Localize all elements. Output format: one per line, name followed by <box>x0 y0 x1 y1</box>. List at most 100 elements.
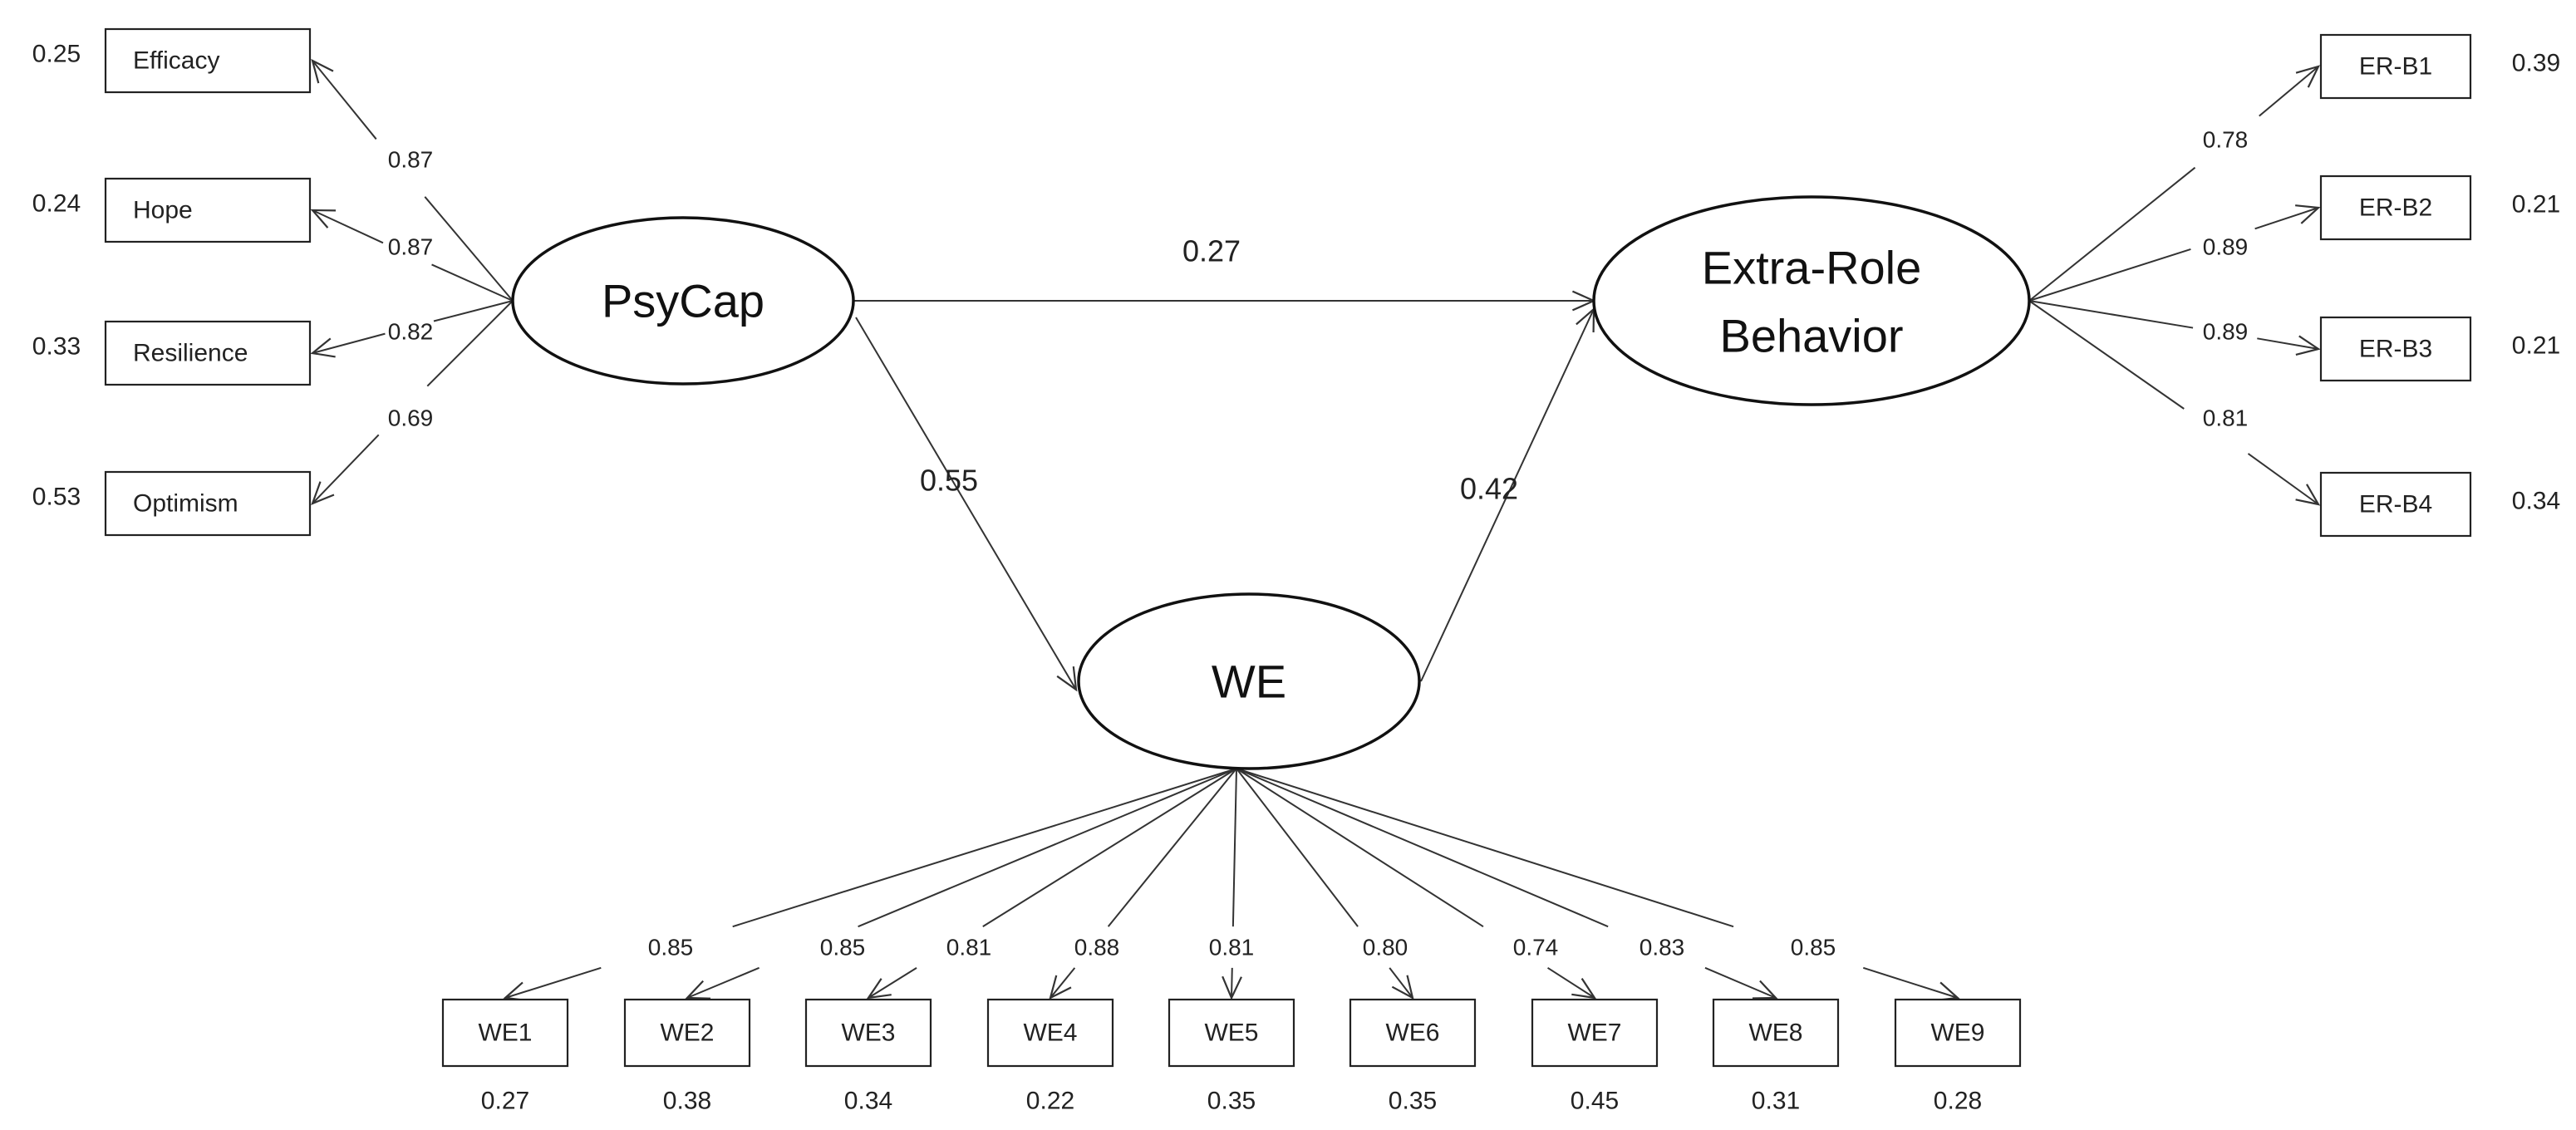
we-loading-line <box>982 768 1237 928</box>
we-loading-arrow <box>1222 967 1242 1000</box>
psycap-latent <box>511 216 855 386</box>
psycap-indicator-error: 0.24 <box>32 190 81 218</box>
we-loading-arrow-head <box>1571 977 1597 1000</box>
we-loading-line <box>858 768 1237 928</box>
we-indicator-error: 0.22 <box>1026 1088 1074 1115</box>
we-indicator-error: 0.28 <box>1934 1088 1982 1115</box>
we-indicator-label: WE5 <box>1204 1019 1258 1047</box>
we-loading-arrow <box>1389 967 1414 1000</box>
erb-loading-arrow-head <box>2295 65 2321 88</box>
we-loading-line <box>1236 768 1609 928</box>
psycap-loading-line <box>431 263 514 302</box>
erb-indicator-box <box>2319 316 2472 382</box>
psycap-loading-arrow <box>311 434 380 505</box>
erb-loading-arrow-head <box>2295 204 2321 224</box>
we-indicator-box <box>1531 998 1659 1068</box>
we-indicator-box <box>804 998 932 1068</box>
shapes-layer <box>104 27 2472 1068</box>
erb-loading-label: 0.89 <box>2203 234 2249 260</box>
we-indicator-label: WE4 <box>1023 1019 1077 1047</box>
erb-loading-line <box>2028 166 2196 302</box>
erb-loading-arrow-head <box>2295 335 2321 356</box>
we-indicator-label: WE2 <box>660 1019 714 1047</box>
we-loading-arrow-head <box>1752 980 1778 1000</box>
erb-loading-line <box>2028 248 2191 302</box>
erb-loading-label: 0.78 <box>2203 127 2249 153</box>
we-loading-label: 0.81 <box>946 935 992 960</box>
erb-indicator-label: ER-B3 <box>2359 336 2432 363</box>
psycap-loading-arrow <box>311 58 377 140</box>
we-loading-label: 0.88 <box>1074 935 1120 960</box>
we-loading-line <box>1231 768 1237 927</box>
erb-loading-label: 0.89 <box>2203 319 2249 345</box>
we-loading-arrow <box>685 966 760 1000</box>
erb-loading-arrow <box>2257 335 2321 356</box>
we-loading-arrow-head <box>1391 975 1414 1000</box>
we-loading-label: 0.85 <box>820 935 866 960</box>
we-indicator-box <box>623 998 751 1068</box>
we-indicator-error: 0.35 <box>1389 1088 1437 1115</box>
we-loading-line <box>1236 768 1484 928</box>
psycap-indicator-label: Hope <box>133 197 193 224</box>
we-indicator-label: WE3 <box>841 1019 895 1047</box>
we-loading-label: 0.85 <box>648 935 694 960</box>
we-loading-arrow-head <box>1222 975 1242 1000</box>
erb-indicator-error: 0.21 <box>2512 191 2560 219</box>
erb-loading-label: 0.81 <box>2203 405 2249 431</box>
we-loading-line <box>1236 768 1734 928</box>
psycap-loading-arrow <box>310 209 384 244</box>
psycap-loading-line <box>424 196 514 302</box>
psycap-loading-label: 0.82 <box>388 319 434 345</box>
erb-loading-line <box>2028 300 2185 410</box>
erb-indicator-box <box>2319 33 2472 100</box>
paths-layer <box>310 58 2321 1002</box>
we-indicator-box <box>1712 998 1840 1068</box>
we-indicator-box <box>1168 998 1295 1068</box>
erb-indicator-error: 0.39 <box>2512 50 2560 77</box>
we-loading-arrow-head <box>1049 975 1072 1000</box>
we-indicator-label: WE9 <box>1930 1019 1984 1047</box>
psycap-indicator-error: 0.25 <box>32 41 81 68</box>
erb-indicator-label: ER-B1 <box>2359 53 2432 81</box>
erb-loading-arrow <box>2247 453 2321 506</box>
we-loading-label: 0.74 <box>1513 935 1559 960</box>
we-loading-label: 0.83 <box>1639 935 1685 960</box>
erb-label-line1: Extra-Role <box>1702 242 1922 294</box>
erb-loading-arrow <box>2259 65 2321 117</box>
we-latent <box>1077 592 1421 770</box>
psycap-label: PsyCap <box>602 275 764 327</box>
erb-loading-arrow <box>2254 204 2321 230</box>
we-loading-label: 0.80 <box>1363 935 1408 960</box>
we-indicator-error: 0.27 <box>481 1088 529 1115</box>
we-loading-arrow <box>503 966 602 1002</box>
psycap-indicator-label: Resilience <box>133 340 248 367</box>
we-indicator-box <box>1349 998 1477 1068</box>
psycap-indicator-label: Optimism <box>133 490 238 518</box>
we-indicator-label: WE1 <box>478 1019 532 1047</box>
psycap-indicator-box <box>104 27 312 94</box>
psycap-indicator-error: 0.53 <box>32 484 81 511</box>
we-loading-arrow <box>1546 966 1597 1000</box>
we-indicator-box <box>986 998 1114 1068</box>
we-indicator-box <box>441 998 569 1068</box>
we-indicator-label: WE6 <box>1385 1019 1439 1047</box>
path-label-psycap-we: 0.55 <box>920 464 978 498</box>
erb-loading-arrow-head <box>2295 484 2321 506</box>
erb-indicator-error: 0.34 <box>2512 488 2560 515</box>
psycap-loading-arrow-head <box>311 481 335 505</box>
we-label: WE <box>1212 656 1286 708</box>
erb-indicator-label: ER-B4 <box>2359 491 2432 518</box>
we-loading-arrow-head <box>866 978 892 1000</box>
path-psycap-to-we-head <box>1056 666 1078 692</box>
psycap-indicator-box <box>104 470 312 537</box>
erb-indicator-box <box>2319 174 2472 241</box>
we-loading-label: 0.85 <box>1791 935 1836 960</box>
erb-label-line2: Behavior <box>1719 310 1903 362</box>
we-loading-arrow <box>1704 966 1778 1000</box>
psycap-loading-line <box>433 300 514 322</box>
we-indicator-error: 0.38 <box>663 1088 711 1115</box>
we-indicator-label: WE8 <box>1748 1019 1802 1047</box>
erb-indicator-box <box>2319 471 2472 538</box>
